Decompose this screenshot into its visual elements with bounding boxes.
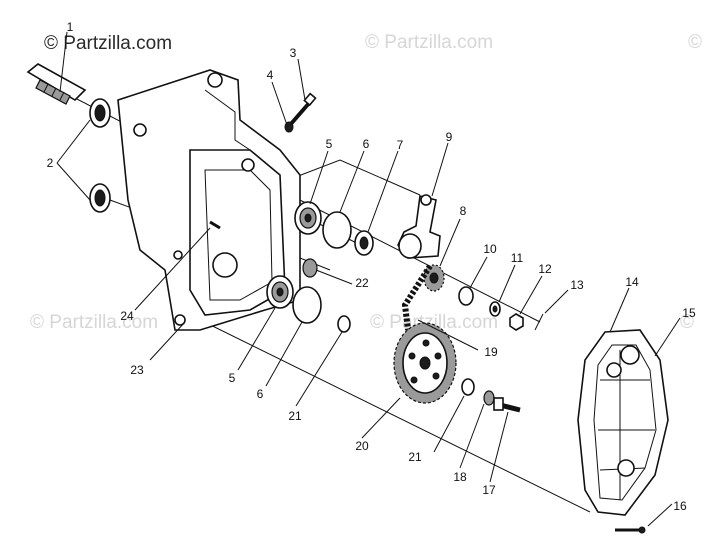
o-ring-part-6-lower [292,286,322,324]
callout-20: 20 [355,439,369,453]
callout-19: 19 [484,345,498,359]
callout-4: 4 [267,68,274,82]
watermarks-faint: © Partzilla.com © © Partzilla.com © Part… [30,32,702,333]
cotter-pin-part-13 [534,313,544,331]
callout-2: 2 [47,156,54,170]
callout-23: 23 [130,363,144,377]
chaincase-housing [117,69,301,331]
sprocket-part-8 [423,264,445,292]
washer-part-18 [483,390,495,406]
callout-5-upper: 5 [326,137,333,151]
axis-line-tensioner [279,159,421,196]
leader-lines [56,31,681,527]
bolt-part-16 [615,526,646,534]
o-ring-part-6-upper [322,211,352,249]
washer-part-21-upper [337,315,351,333]
watermark-top-center: © Partzilla.com [365,32,493,53]
watermark-main: © Partzilla.com [44,33,172,54]
callout-22: 22 [355,276,369,290]
callout-6-upper: 6 [363,137,370,151]
callout-13: 13 [570,278,584,292]
watermark-mid-right: © [680,312,694,333]
axis-line-lower [179,309,591,513]
callout-labels: 1 2 3 4 5 5 6 6 7 8 9 10 11 12 13 14 15 … [47,20,696,513]
callout-18: 18 [453,470,467,484]
callout-17: 17 [482,483,496,497]
input-shaft-part [26,63,87,105]
washer-part-21-lower [461,378,475,396]
seal-part-upper [89,98,111,128]
callout-21-lower: 21 [408,450,422,464]
seal-part-lower [89,183,111,213]
sprocket-part-20 [393,322,457,404]
tensioner-arm-part-9 [397,194,441,259]
callout-15: 15 [682,306,696,320]
callout-8: 8 [460,204,467,218]
callout-24: 24 [120,309,134,323]
washer-part-10 [458,286,474,306]
sprocket-part-22 [302,258,318,278]
callout-7: 7 [397,138,404,152]
callout-3: 3 [290,46,297,60]
callout-9: 9 [446,130,453,144]
bolt-part-17 [493,397,521,413]
bearing-part-5-lower [266,275,294,309]
washer-part-11 [489,301,501,317]
bearing-part-5-upper [294,201,322,235]
watermark-mid-center: © Partzilla.com [370,312,498,333]
stud-part-24 [209,220,221,230]
callout-10: 10 [483,242,497,256]
callout-21-upper: 21 [288,409,302,423]
axis-line-idler [289,194,541,323]
callout-5-lower: 5 [229,371,236,385]
cover-part-14 [577,329,669,516]
chain-part-19 [401,264,433,331]
callout-11: 11 [511,251,524,265]
callout-12: 12 [538,262,552,276]
callout-16: 16 [673,499,687,513]
callout-14: 14 [625,275,639,289]
bolt-part-3 [288,92,317,127]
watermark-top-right: © [688,32,702,53]
callout-1: 1 [67,20,74,34]
nut-part-12 [509,313,524,331]
callout-6-lower: 6 [257,387,264,401]
bearing-part-7 [354,230,374,256]
watermark-mid-left: © Partzilla.com [30,312,158,333]
